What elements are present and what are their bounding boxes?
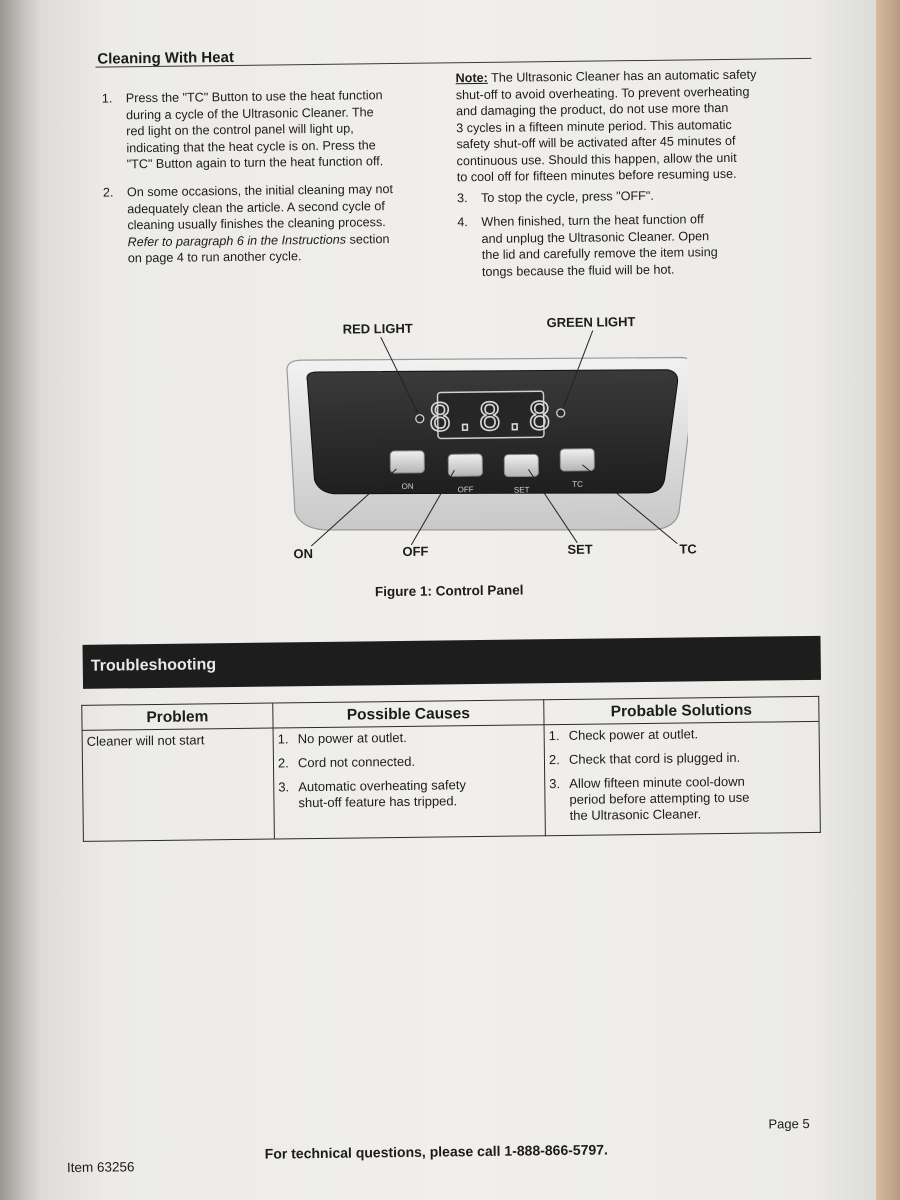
seven-segment-display: 8.8.8 (428, 394, 553, 440)
green-light-label: GREEN LIGHT (546, 314, 636, 331)
off-callout: OFF (402, 543, 429, 559)
item-text: Check that cord is plugged in. (568, 749, 741, 767)
off-leader (410, 470, 455, 546)
item-text: Check power at outlet. (568, 726, 699, 743)
list-item: 3. Automatic overheating safety shut-off … (278, 776, 540, 811)
list-item: 1. Check power at outlet. (549, 725, 815, 744)
item-number: Item 63256 (66, 1159, 135, 1176)
item-number: 3. (278, 779, 290, 795)
set-button-shape (503, 453, 539, 478)
note-label: Note: (455, 70, 488, 86)
tc-button-shape (559, 448, 595, 472)
troubleshooting-title: Troubleshooting (90, 656, 217, 675)
tech-support-line: For technical questions, please call 1-8… (264, 1141, 608, 1162)
item-text: Cord not connected. (297, 753, 416, 771)
on-leader (310, 468, 397, 547)
problem-cell: Cleaner will not start (82, 728, 275, 842)
on-button-label: ON (402, 482, 414, 491)
green-light-leader (563, 330, 594, 408)
item-number: 3. (549, 776, 561, 792)
step-number: 4. (457, 215, 468, 230)
section-title: Cleaning With Heat (97, 48, 235, 68)
background-surface-left (0, 0, 45, 1200)
causes-cell: 1. No power at outlet. 2. Cord not connect… (273, 724, 546, 840)
list-item: 2. Cord not connected. (278, 752, 540, 771)
step-1: 1. Press the "TC" Button to use the heat… (102, 87, 433, 181)
note-text: The Ultrasonic Cleaner has an automatic … (455, 67, 757, 185)
control-panel-figure: 8.8.8 ON OFF SET TC RED LIGHT GREEN LIGH… (226, 297, 697, 573)
item-text: Allow fifteen minute cool-down period be… (569, 773, 750, 823)
step-4: 4. When finished, turn the heat function… (457, 210, 798, 284)
step-number: 3. (457, 191, 468, 206)
step-text: When finished, turn the heat function of… (481, 212, 718, 279)
step-text: To stop the cycle, press "OFF". (481, 188, 654, 205)
figure-caption: Figure 1: Control Panel (374, 582, 524, 600)
set-button-label: SET (514, 485, 530, 494)
list-item: 3. Allow fifteen minute cool-down period … (549, 773, 816, 824)
step-text: On some occasions, the initial cleaning … (127, 181, 394, 267)
step-number: 2. (102, 185, 114, 200)
page-content: Cleaning With Heat 1. Press the "TC" But… (40, 0, 876, 1200)
control-panel-illustration: 8.8.8 ON OFF SET TC (286, 330, 697, 547)
header-causes: Possible Causes (272, 699, 545, 729)
item-number: 1. (277, 731, 289, 747)
on-button-shape (389, 450, 425, 474)
item-number: 2. (277, 755, 289, 771)
troubleshooting-bar: Troubleshooting (82, 635, 822, 689)
table-row: Cleaner will not start 1. No power at out… (82, 721, 821, 842)
causes-list: 1. No power at outlet. 2. Cord not connect… (278, 728, 541, 811)
red-light-label: RED LIGHT (342, 320, 413, 337)
off-button-label: OFF (458, 485, 474, 494)
tc-button-label: TC (572, 480, 583, 489)
green-light-indicator (556, 408, 566, 418)
problem-text: Cleaner will not start (86, 732, 205, 749)
on-callout: ON (293, 546, 314, 562)
step-text-ref: Refer to paragraph 6 in the Instructions… (128, 232, 390, 266)
safety-note: Note: The Ultrasonic Cleaner has an auto… (456, 66, 817, 186)
header-problem: Problem (81, 703, 274, 731)
step-3: 3. To stop the cycle, press "OFF". (457, 186, 797, 210)
ref-italic: Instructions (281, 232, 347, 247)
step-text-main: On some occasions, the initial cleaning … (126, 182, 394, 233)
item-number: 1. (548, 728, 560, 744)
ref-prefix: Refer to paragraph 6 in the (127, 232, 282, 249)
troubleshooting-table: Problem Possible Causes Probable Solutio… (81, 696, 821, 842)
red-light-leader (380, 336, 419, 413)
step-text: Press the "TC" Button to use the heat fu… (125, 88, 384, 172)
off-button-shape (447, 453, 483, 477)
list-item: 2. Check that cord is plugged in. (549, 749, 815, 768)
tc-leader (582, 464, 678, 544)
step-2: 2. On some occasions, the initial cleani… (103, 181, 434, 265)
page-number: Page 5 (768, 1116, 810, 1132)
manual-page: Cleaning With Heat 1. Press the "TC" But… (40, 0, 876, 1200)
step-number: 1. (101, 91, 113, 106)
set-callout: SET (567, 541, 593, 557)
item-text: Automatic overheating safety shut-off fe… (298, 777, 467, 811)
header-solutions: Probable Solutions (543, 696, 820, 725)
set-leader (527, 469, 578, 544)
solutions-list: 1. Check power at outlet. 2. Check that co… (549, 725, 816, 824)
display-window (436, 390, 545, 440)
tc-callout: TC (679, 541, 697, 557)
red-light-indicator (415, 414, 425, 424)
item-number: 2. (548, 752, 560, 768)
item-text: No power at outlet. (297, 729, 407, 747)
solutions-cell: 1. Check power at outlet. 2. Check that co… (544, 721, 821, 836)
list-item: 1. No power at outlet. (278, 728, 540, 747)
